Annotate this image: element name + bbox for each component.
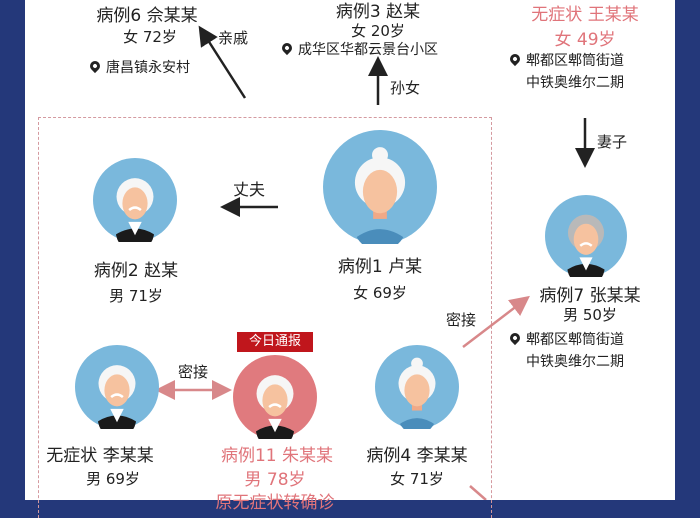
location-pin-icon (87, 58, 103, 74)
case1-info: 女 69岁 (353, 284, 407, 302)
person-icon (323, 130, 437, 244)
address-line2: 中铁奥维尔二期 (526, 354, 624, 370)
case6-address: 唐昌镇永安村 (87, 57, 190, 79)
person-icon (375, 345, 459, 429)
person-icon (93, 158, 177, 242)
asym-li-name: 无症状 李某某 (46, 446, 154, 466)
location-pin-icon (279, 40, 295, 56)
case3-address: 成华区华都云景台小区 (279, 39, 438, 61)
arrow-relative (198, 25, 247, 99)
address-line2: 中铁奥维尔二期 (526, 75, 624, 91)
case2-avatar (93, 158, 177, 246)
case7-info: 男 50岁 (563, 306, 617, 324)
asym-wang-name: 无症状 王某某 (531, 5, 639, 25)
relation-contact-double: 密接 (178, 363, 209, 381)
case2-name: 病例2 赵某 (93, 261, 179, 281)
asym-wang-info: 女 49岁 (554, 30, 616, 50)
case6-name: 病例6 佘某某 (96, 6, 198, 26)
case4-name: 病例4 李某某 (366, 446, 468, 466)
case1-avatar (323, 130, 437, 248)
asym-li-avatar (75, 345, 159, 433)
case7-address: 郫都区郫筒街道中铁奥维尔二期 (507, 329, 624, 373)
case4-avatar (375, 345, 459, 433)
asym-li-info: 男 69岁 (86, 470, 140, 488)
case11-name: 病例11 朱某某 (220, 446, 334, 466)
relation-husband: 丈夫 (233, 180, 266, 199)
location-pin-icon (507, 51, 523, 67)
case1-name: 病例1 卢某 (337, 257, 423, 277)
case6-address-text: 唐昌镇永安村 (106, 60, 190, 76)
case3-name: 病例3 赵某 (335, 2, 421, 22)
relation-granddaughter: 孙女 (390, 79, 421, 97)
person-icon (75, 345, 159, 429)
person-icon (233, 355, 317, 439)
case11-info: 男 78岁 (244, 470, 306, 490)
relation-contact-case7: 密接 (446, 311, 477, 329)
person-icon (545, 195, 627, 277)
case11-avatar (233, 355, 317, 443)
case3-address-text: 成华区华都云景台小区 (298, 42, 438, 58)
connector-arrows (155, 25, 595, 500)
location-pin-icon (507, 330, 523, 346)
case3-info: 女 20岁 (351, 22, 405, 40)
relation-wife: 妻子 (597, 133, 628, 151)
arrow-contact-case7 (462, 295, 530, 348)
case7-name: 病例7 张某某 (539, 286, 641, 306)
case11-note: 原无症状转确诊 (215, 493, 335, 513)
case2-info: 男 71岁 (109, 287, 163, 305)
relation-relative: 亲戚 (218, 29, 249, 47)
case6-info: 女 72岁 (123, 28, 177, 46)
arrow-bottom-right (469, 485, 487, 500)
address-line1: 郫都区郫筒街道 (526, 332, 624, 348)
asym-wang-address: 郫都区郫筒街道中铁奥维尔二期 (507, 50, 624, 94)
address-line1: 郫都区郫筒街道 (526, 53, 624, 69)
case4-info: 女 71岁 (390, 470, 444, 488)
cluster-dashed-box (38, 117, 492, 518)
today-reported-badge: 今日通报 (237, 332, 313, 352)
case7-avatar (545, 195, 627, 281)
